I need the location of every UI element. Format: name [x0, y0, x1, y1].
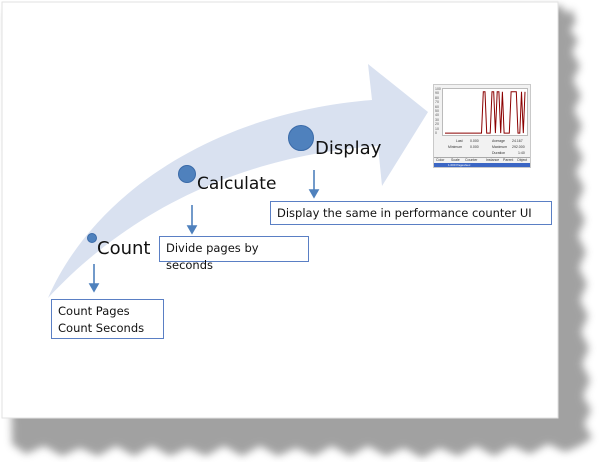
stat-label: Last	[456, 139, 463, 143]
count-detail-line: Count Pages	[58, 304, 130, 318]
y-tick-label: 100	[435, 87, 441, 91]
y-tick-label: 40	[435, 113, 439, 118]
y-tick-label: 60	[435, 104, 439, 109]
count-detail-box: Count Pages Count Seconds	[51, 299, 164, 339]
stat-label: Average	[492, 139, 505, 143]
display-label: Display	[315, 138, 382, 159]
stat-value: 1:40	[518, 151, 525, 155]
stat-label: Duration	[492, 151, 506, 155]
count-detail-line: Count Seconds	[58, 321, 145, 335]
column-header: Color	[436, 158, 445, 162]
column-header: Scale	[451, 158, 460, 162]
stat-label: Minimum	[448, 145, 463, 149]
y-tick-label: 30	[435, 117, 439, 122]
y-tick-label: 20	[435, 122, 439, 127]
calculate-label: Calculate	[197, 174, 277, 194]
column-header: Instance	[486, 158, 500, 162]
counter-stats: Last 0.000 Average 24.167 Minimum 0.000 …	[434, 137, 530, 157]
stat-value: 0.000	[470, 145, 479, 149]
calculate-detail-box: Divide pages by seconds	[159, 236, 309, 272]
count-dot	[87, 233, 97, 243]
selected-row-text: 1.000 Pages/sec	[448, 163, 471, 167]
y-tick-label: 70	[435, 100, 439, 105]
stat-value: 292.000	[512, 145, 525, 149]
count-connector-arrowhead	[88, 283, 100, 293]
column-header: Counter	[465, 158, 478, 162]
counter-plot	[442, 88, 528, 136]
column-header: Parent	[503, 158, 514, 162]
stat-value: 0.000	[470, 139, 479, 143]
y-tick-label: 10	[435, 126, 439, 131]
counter-series-line	[445, 91, 526, 134]
counter-selected-row: 1.000 Pages/sec	[434, 163, 530, 167]
display-dot	[288, 125, 314, 151]
progress-arrow	[48, 64, 428, 298]
y-tick-label: 50	[435, 109, 439, 113]
column-header: Object	[517, 158, 528, 162]
calculate-connector-arrowhead	[186, 225, 198, 235]
y-tick-label: 0	[435, 131, 437, 135]
y-tick-label: 90	[435, 91, 439, 96]
display-connector-arrowhead	[308, 189, 320, 199]
stat-value: 24.167	[512, 139, 523, 143]
display-detail-line: Display the same in performance counter …	[277, 206, 532, 220]
y-tick-label: 80	[435, 95, 439, 100]
count-label: Count	[97, 238, 151, 259]
display-detail-box: Display the same in performance counter …	[270, 201, 552, 225]
counter-columns-header: Color Scale Counter Instance Parent Obje…	[434, 157, 530, 163]
stat-label: Maximum	[492, 145, 508, 149]
calculate-detail-line: Divide pages by seconds	[166, 241, 259, 272]
calculate-dot	[178, 165, 196, 183]
